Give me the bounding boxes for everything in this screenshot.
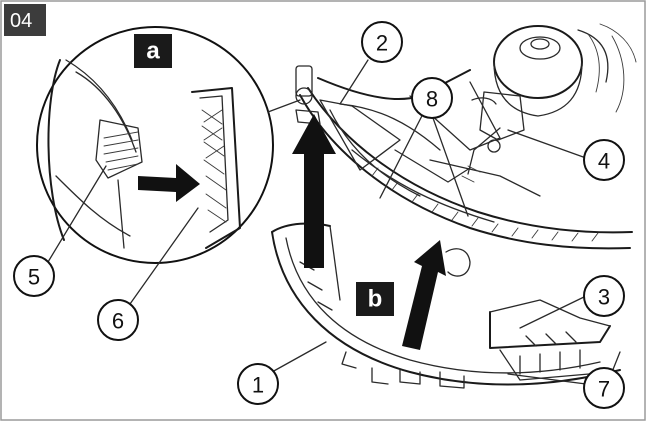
insert-arrow-up — [292, 114, 336, 268]
ring-hook — [295, 65, 321, 125]
callout-1: 1 — [237, 363, 279, 405]
callout-6-label: 6 — [112, 309, 124, 334]
callout-4-label: 4 — [598, 149, 610, 174]
callout-5-label: 5 — [28, 265, 40, 290]
detail-tag-a: a — [134, 34, 172, 68]
housing-ring — [299, 87, 633, 250]
callout-6: 6 — [97, 299, 139, 341]
callout-8-label: 8 — [426, 87, 438, 112]
callout-8: 8 — [411, 77, 453, 119]
callout-7-label: 7 — [598, 377, 610, 402]
detail-tag-b: b — [356, 282, 394, 316]
detail-magnifier — [36, 26, 301, 264]
upper-tray — [317, 69, 541, 197]
detail-tag-a-label: a — [146, 38, 160, 65]
callout-2: 2 — [361, 21, 403, 63]
detail-tag-b-label: b — [368, 286, 383, 313]
step-badge: 04 — [4, 4, 46, 36]
callout-4: 4 — [583, 139, 625, 181]
callout-5: 5 — [13, 255, 55, 297]
callout-3: 3 — [583, 275, 625, 317]
lower-cover — [271, 222, 621, 389]
callout-7: 7 — [583, 367, 625, 409]
callout-2-label: 2 — [376, 31, 388, 56]
step-number: 04 — [10, 10, 32, 32]
callout-3-label: 3 — [598, 285, 610, 310]
motor-unit — [461, 23, 637, 183]
insert-arrow-b — [402, 240, 446, 350]
callout-1-label: 1 — [252, 373, 264, 398]
leader-lines — [47, 59, 587, 385]
